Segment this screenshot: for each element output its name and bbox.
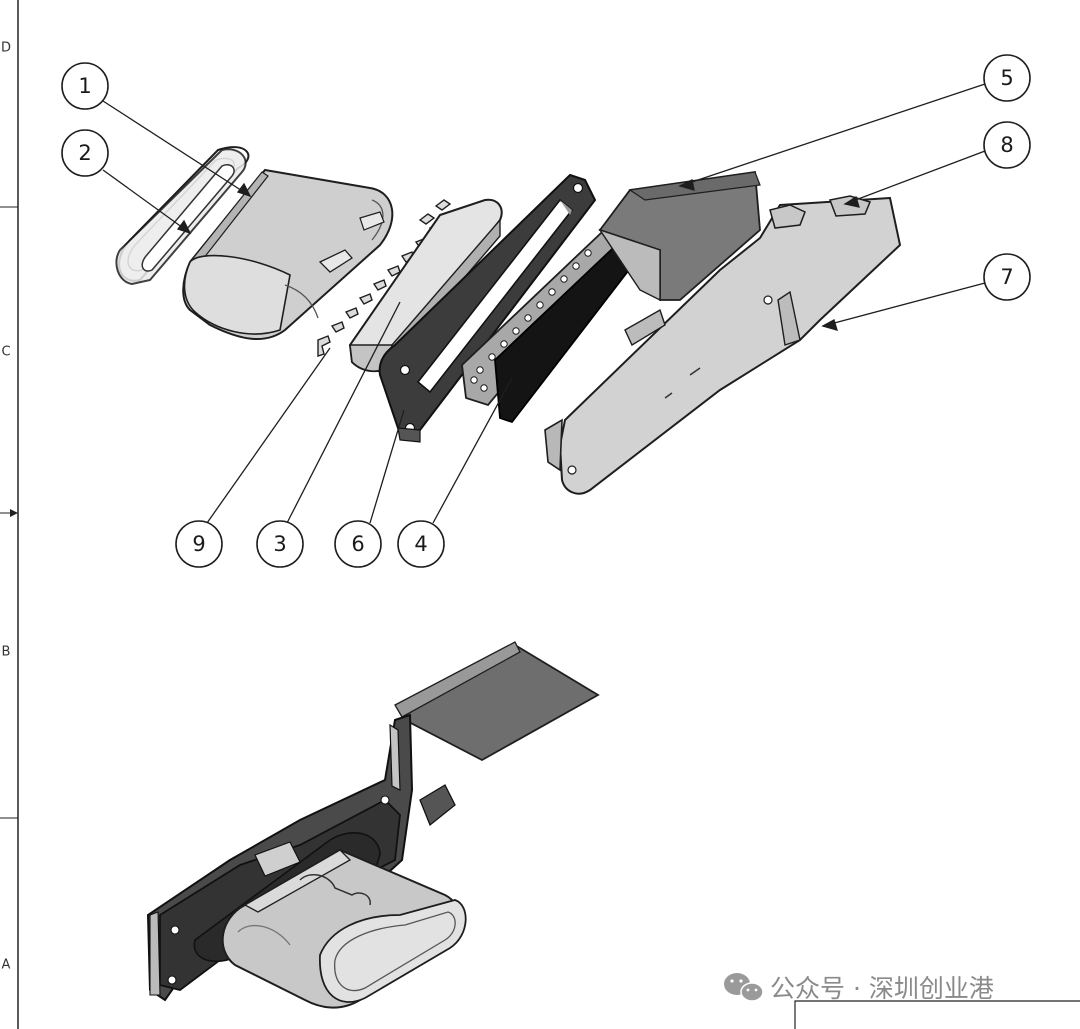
callout-6: 6 <box>334 520 382 568</box>
part-2-seal-ring <box>115 146 250 286</box>
svg-text:9: 9 <box>192 532 205 556</box>
callout-7: 7 <box>983 253 1031 301</box>
zone-label-a: A <box>2 958 11 973</box>
watermark-text: 公众号 · 深圳创业港 <box>770 974 994 1003</box>
assembled-connector-view <box>146 641 600 1009</box>
svg-text:7: 7 <box>1000 265 1013 289</box>
svg-text:5: 5 <box>1000 66 1013 90</box>
callout-3: 3 <box>256 520 304 568</box>
svg-text:8: 8 <box>1000 133 1013 157</box>
watermark: 公众号 · 深圳创业港 <box>724 973 994 1003</box>
zone-label-d: D <box>1 41 11 56</box>
part-4-pad-plate <box>461 213 650 424</box>
wechat-icon <box>724 973 764 1002</box>
zone-label-b: B <box>2 645 11 660</box>
svg-text:1: 1 <box>78 74 91 98</box>
callout-8: 8 <box>983 121 1031 169</box>
part-5-flex-board <box>598 170 761 302</box>
callout-4: 4 <box>397 520 445 568</box>
svg-text:4: 4 <box>414 532 427 556</box>
callout-2: 2 <box>61 129 109 177</box>
part-8-tabs <box>769 195 872 229</box>
svg-text:6: 6 <box>351 532 364 556</box>
leader-lines <box>102 83 986 524</box>
callout-1: 1 <box>61 62 109 110</box>
callout-9: 9 <box>175 520 223 568</box>
svg-text:3: 3 <box>273 532 286 556</box>
callout-5: 5 <box>983 54 1031 102</box>
part-7-pcb <box>544 196 902 495</box>
svg-text:2: 2 <box>78 141 91 165</box>
zone-label-c: C <box>1 345 10 360</box>
